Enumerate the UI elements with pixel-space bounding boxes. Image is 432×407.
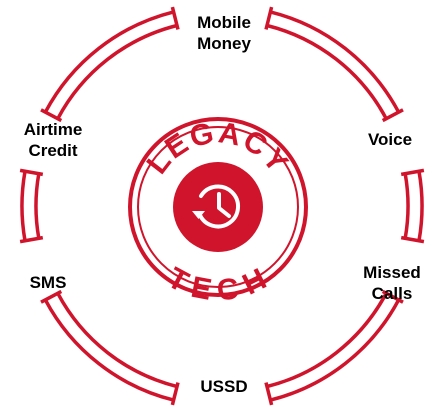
label-missed-calls: Missed Calls (363, 263, 421, 303)
ring-cap-end-3 (40, 289, 63, 304)
ring-arc-outer-0 (266, 23, 388, 120)
ring-cap-start-3 (170, 382, 180, 406)
ring-arcs (20, 10, 424, 402)
ring-cap-end-1 (400, 235, 425, 244)
label-ussd: USSD (200, 377, 248, 396)
ring-arc-outer-1 (403, 173, 410, 239)
label-sms: SMS (29, 273, 67, 292)
ring-cap-start-2 (381, 289, 404, 304)
label-mobile-money: Mobile Money (197, 13, 251, 53)
ring-cap-start-0 (264, 6, 274, 30)
ring-cap-end-2 (264, 382, 274, 406)
ring-arc-outer-3 (56, 292, 178, 389)
ring-arc-inner-3 (43, 299, 175, 402)
ring-arc-inner-4 (20, 170, 27, 242)
ring-cap-end-5 (170, 6, 180, 30)
badge-inner-ring (137, 126, 299, 288)
ring-arc-inner-1 (417, 170, 424, 242)
history-clock-icon (173, 162, 263, 252)
ring-arc-inner-5 (43, 10, 175, 113)
ring-arc-inner-0 (269, 10, 401, 113)
ring-arc-outer-2 (266, 292, 388, 389)
ring-arc-outer-4 (34, 173, 41, 239)
ring-arc-inner-2 (269, 299, 401, 402)
ring-cap-end-0 (381, 108, 404, 123)
center-badge: LEGACY TECH (128, 116, 308, 308)
ring-cap-end-4 (19, 168, 44, 177)
ring-cap-start-4 (19, 235, 44, 244)
label-airtime-credit: Airtime Credit (23, 120, 83, 160)
ring-cap-start-1 (400, 168, 425, 177)
ring-arc-outer-5 (56, 23, 178, 120)
ring-cap-start-5 (40, 108, 63, 123)
arc-end-caps (19, 6, 425, 406)
label-voice: Voice (367, 130, 413, 149)
